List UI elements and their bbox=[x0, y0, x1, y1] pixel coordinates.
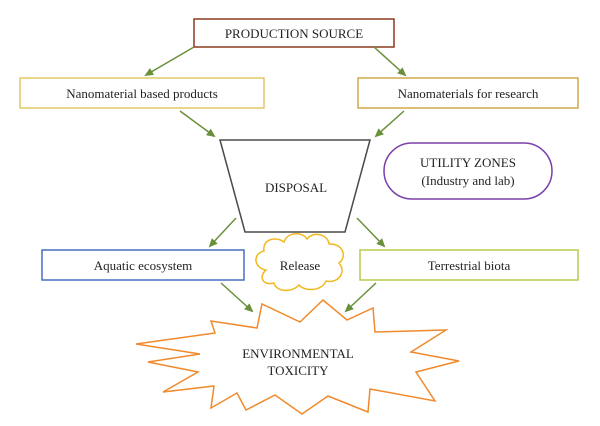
nanomaterials-research-label: Nanomaterials for research bbox=[398, 86, 539, 101]
aquatic-ecosystem-box bbox=[41, 249, 245, 281]
aquatic-ecosystem-node: Aquatic ecosystem bbox=[41, 249, 245, 281]
disposal-trapezoid bbox=[219, 139, 371, 233]
arrow-products-to-disposal bbox=[179, 110, 216, 138]
production-source-box bbox=[193, 18, 395, 48]
arrow-research-to-disposal bbox=[374, 110, 405, 138]
toxicity-starburst bbox=[135, 298, 460, 415]
arrows bbox=[144, 46, 407, 313]
release-cloud bbox=[255, 233, 344, 292]
disposal-label: DISPOSAL bbox=[265, 180, 327, 195]
environmental-toxicity-node: ENVIRONMENTAL TOXICITY bbox=[135, 298, 460, 415]
terrestrial-biota-box bbox=[359, 249, 579, 281]
arrow-disposal-to-terrestrial bbox=[356, 217, 386, 248]
utility-zones-label-line1: UTILITY ZONES bbox=[420, 155, 516, 170]
release-node: Release bbox=[255, 233, 344, 292]
production-source-label: PRODUCTION SOURCE bbox=[225, 26, 363, 41]
nanomaterial-products-node: Nanomaterial based products bbox=[19, 77, 265, 109]
terrestrial-biota-label: Terrestrial biota bbox=[428, 258, 511, 273]
nanomaterials-research-box bbox=[357, 77, 579, 109]
toxicity-label-line1: ENVIRONMENTAL bbox=[242, 346, 354, 361]
arrow-source-to-research bbox=[373, 46, 407, 77]
arrow-disposal-to-aquatic bbox=[208, 217, 237, 248]
utility-zones-label-line2: (Industry and lab) bbox=[421, 173, 514, 188]
release-label: Release bbox=[280, 258, 321, 273]
arrow-source-to-products bbox=[144, 46, 195, 77]
nanomaterial-products-box bbox=[19, 77, 265, 109]
aquatic-ecosystem-label: Aquatic ecosystem bbox=[94, 258, 193, 273]
disposal-node: DISPOSAL bbox=[219, 139, 371, 233]
utility-zones-node: UTILITY ZONES (Industry and lab) bbox=[383, 142, 553, 200]
production-source-node: PRODUCTION SOURCE bbox=[193, 18, 395, 48]
utility-zones-pill bbox=[383, 142, 553, 200]
terrestrial-biota-node: Terrestrial biota bbox=[359, 249, 579, 281]
toxicity-label-line2: TOXICITY bbox=[267, 363, 329, 378]
arrow-terrestrial-to-toxicity bbox=[344, 282, 377, 313]
nanomaterial-products-label: Nanomaterial based products bbox=[66, 86, 218, 101]
arrow-aquatic-to-toxicity bbox=[220, 282, 254, 313]
nanomaterials-research-node: Nanomaterials for research bbox=[357, 77, 579, 109]
